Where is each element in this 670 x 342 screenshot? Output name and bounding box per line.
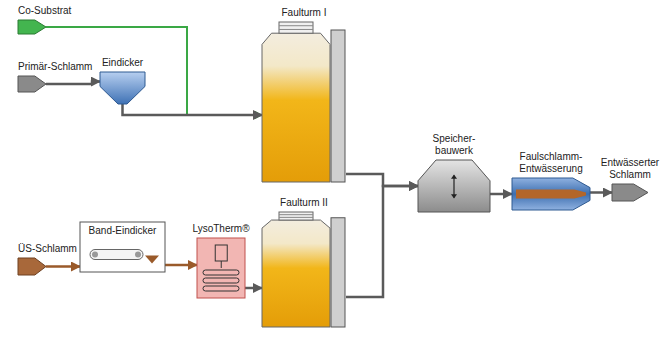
flow-line [590,191,612,194]
storage-tank: Speicher- bauwerk [418,160,490,212]
flow-line [165,264,197,267]
thickener-funnel: Eindicker [100,72,145,104]
node-label: LysoTherm® [192,223,249,235]
node-label: Entwässerter Schlamm [601,157,659,181]
node-label: Band-Eindicker [89,225,157,237]
digester-tower-outline [262,22,346,182]
node-label: Co-Substrat [18,5,71,17]
digester-tower-outline [262,212,346,327]
dewatering-unit: Faulschlamm- Entwässerung [512,178,590,210]
node-label: Speicher- bauwerk [433,133,476,157]
flow-line [346,174,418,186]
dewatering-unit-outline [512,178,590,210]
node-label: Primär-Schlamm [18,61,92,73]
flow-line [490,193,512,196]
flow-line [245,287,262,290]
flow-line [123,104,263,115]
hydrolysis-unit: LysoTherm® [197,238,245,298]
output-arrow: Entwässerter Schlamm [612,184,648,201]
hydrolysis-unit-outline [197,238,245,298]
input-arrow-outline [18,258,46,275]
input-arrow-outline [18,20,46,34]
belt-thickener: Band-Eindicker [80,222,165,272]
flow-line [46,82,100,84]
input-arrow: ÜS-Schlamm [18,258,46,275]
input-arrow: Co-Substrat [18,20,46,34]
node-label: Faulturm II [280,197,328,209]
input-arrow-outline [18,76,46,92]
output-arrow-outline [612,184,648,201]
flow-line [346,186,418,297]
node-label: Faulschlamm- Entwässerung [519,151,582,175]
node-label: Eindicker [102,57,143,69]
thickener-funnel-outline [100,72,145,104]
storage-tank-outline [418,160,490,212]
digester-tower: Faulturm I [262,22,346,182]
flow-line [46,265,80,268]
digester-tower: Faulturm II [262,212,346,327]
node-label: Faulturm I [281,7,326,19]
node-label: ÜS-Schlamm [18,243,77,255]
input-arrow: Primär-Schlamm [18,76,46,92]
